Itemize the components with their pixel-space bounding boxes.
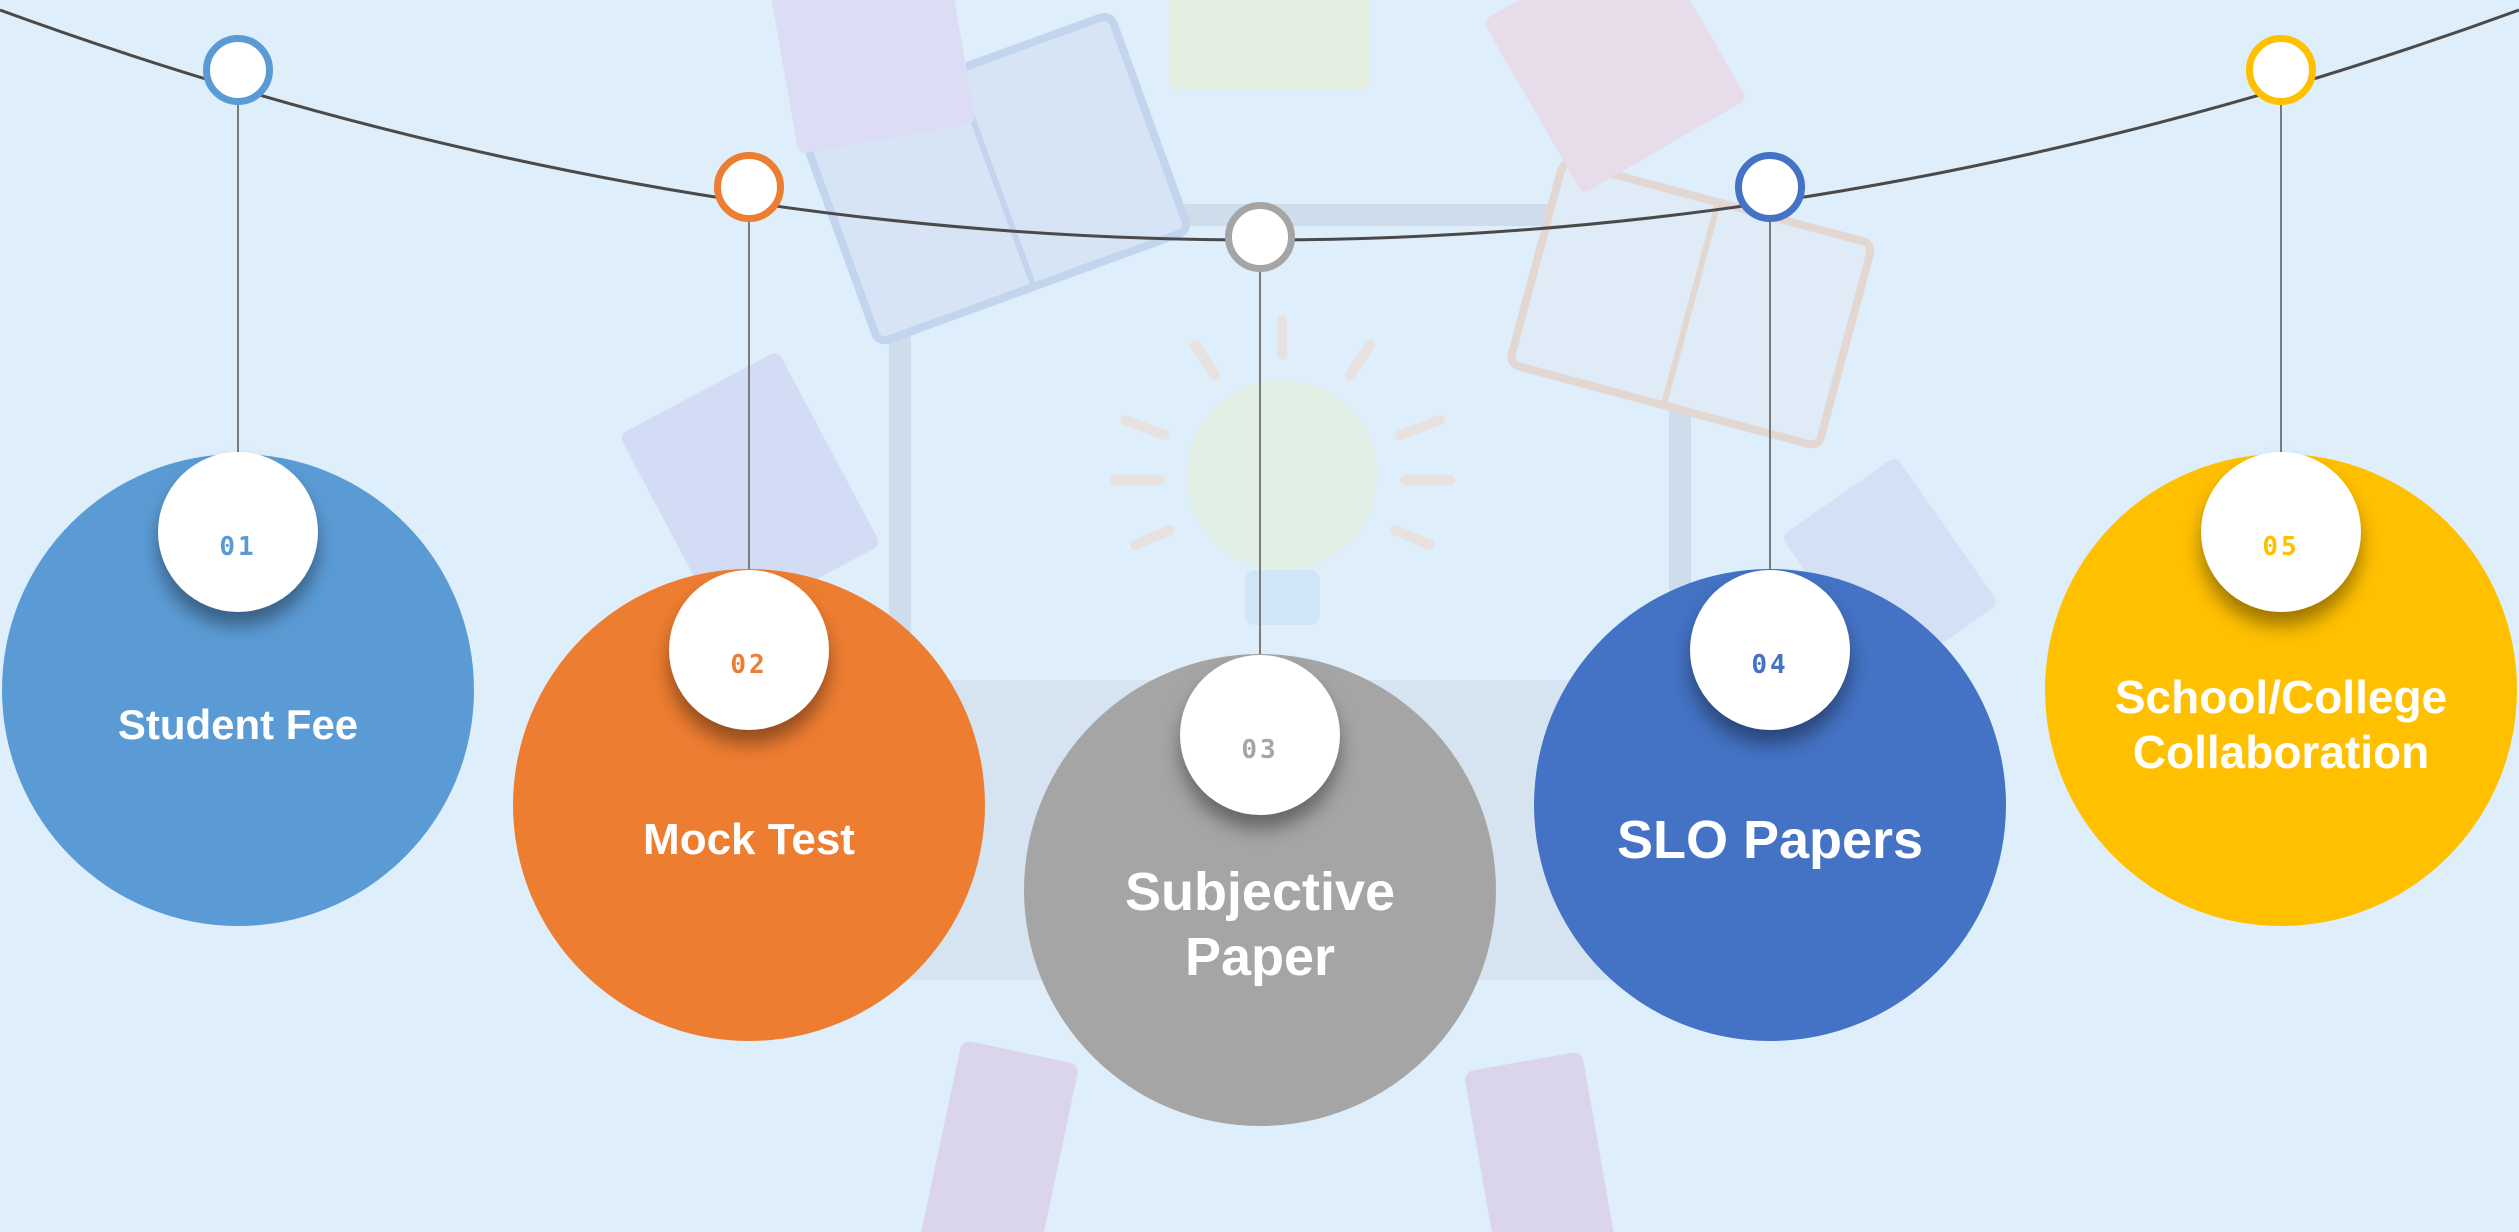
item-number-01: 01 [158,452,318,612]
item-number-05: 05 [2201,452,2361,612]
hanger-ring-03 [1225,202,1295,272]
hanger-ring-05 [2246,35,2316,105]
item-label-student-fee: Student Fee [117,700,359,748]
book-illustration-2 [1507,159,1875,449]
item-label-mock-test: Mock Test [643,814,855,864]
item-label-slo-papers: SLO Papers [1616,809,1924,870]
item-number-03: 03 [1180,655,1340,815]
item-label-subjective-paper: Subjective Paper [1124,862,1396,987]
hanger-ring-02 [714,152,784,222]
book-illustration-6 [1485,0,1745,192]
book-illustration-1 [798,12,1191,345]
item-circle-school-college-collaboration[interactable]: School/College Collaboration [2045,454,2517,926]
arm-illustration-right [1465,1052,1619,1232]
hanger-ring-04 [1735,152,1805,222]
arm-illustration-left [918,1041,1078,1232]
book-illustration-7 [1784,459,1996,681]
book-illustration-5 [1170,0,1370,90]
drop-lines [237,105,2282,655]
hanger-ring-01 [203,35,273,105]
book-illustration-4 [765,0,975,153]
lightbulb-illustration [1110,315,1455,625]
item-number-04: 04 [1690,570,1850,730]
item-number-02: 02 [669,570,829,730]
item-label-school-college-collaboration: School/College Collaboration [2114,670,2448,778]
